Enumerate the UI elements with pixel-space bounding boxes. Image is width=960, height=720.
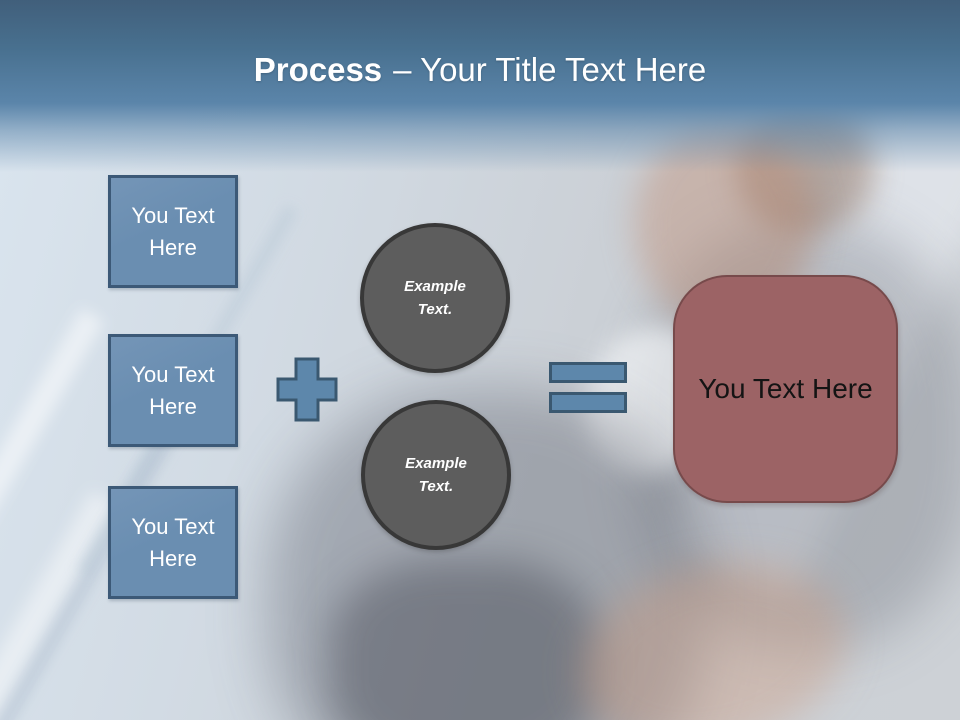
- background-window-streak: [0, 308, 105, 720]
- slide-title[interactable]: Process – Your Title Text Here: [0, 51, 960, 88]
- text-placeholder-box-3[interactable]: You Text Here: [108, 486, 238, 599]
- equals-bar-bottom: [549, 392, 627, 413]
- text-placeholder-box-1[interactable]: You Text Here: [108, 175, 238, 288]
- slide-title-keyword: Process: [253, 51, 383, 88]
- equals-bar-top: [549, 362, 627, 383]
- slide-title-rest: – Your Title Text Here: [393, 51, 707, 88]
- circle-label: Example Text.: [404, 277, 466, 318]
- background-businessman-hand: [560, 536, 866, 720]
- placeholder-label: You Text Here: [131, 514, 215, 571]
- result-placeholder-box[interactable]: You Text Here: [673, 275, 898, 503]
- circle-label: Example Text.: [405, 454, 467, 495]
- plus-icon[interactable]: [276, 357, 338, 422]
- background-window-streak: [0, 490, 118, 720]
- example-circle-1[interactable]: Example Text.: [360, 223, 510, 373]
- result-label: You Text Here: [698, 373, 873, 404]
- example-circle-2[interactable]: Example Text.: [361, 400, 511, 550]
- equals-icon[interactable]: [549, 362, 627, 413]
- background-laptop: [330, 560, 600, 720]
- placeholder-label: You Text Here: [131, 203, 215, 260]
- text-placeholder-box-2[interactable]: You Text Here: [108, 334, 238, 447]
- placeholder-label: You Text Here: [131, 362, 215, 419]
- title-band: [0, 0, 960, 172]
